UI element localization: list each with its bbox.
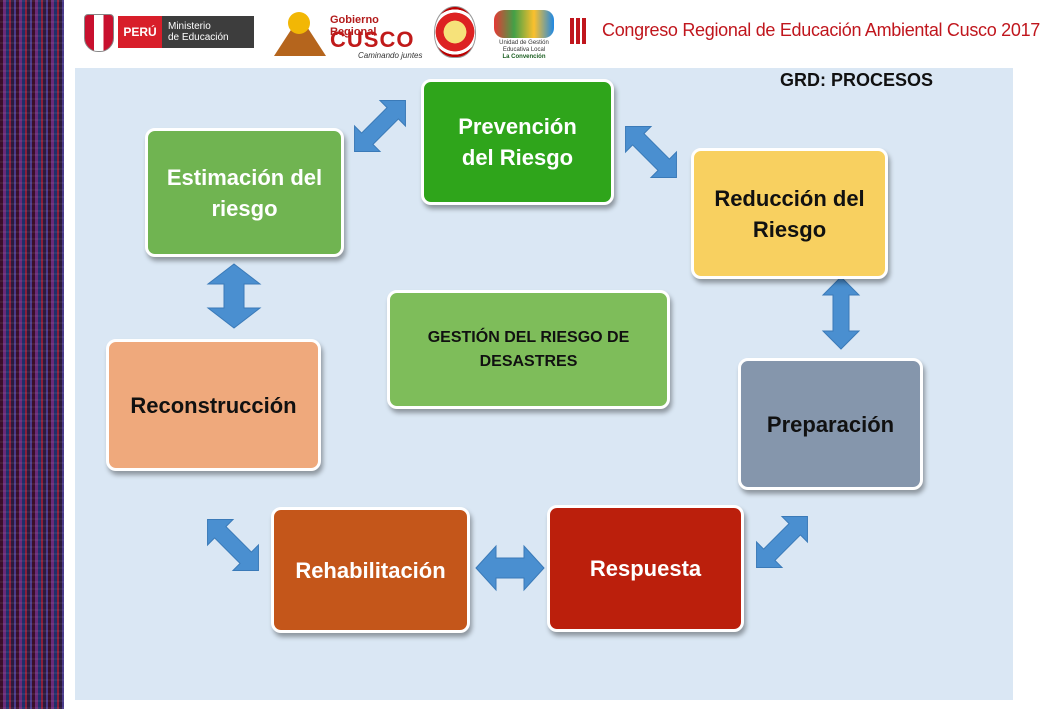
node-estimacion: Estimación del riesgo: [145, 128, 344, 257]
node-reduccion-label: Reducción del Riesgo: [714, 185, 865, 242]
peru-coat-of-arms-icon: [84, 14, 114, 52]
gobierno-regional-logo: Gobierno Regional CUSCO Caminando juntes: [274, 8, 424, 60]
node-reconstruccion: Reconstrucción: [106, 339, 321, 471]
node-prevencion-label: Prevención del Riesgo: [458, 114, 577, 170]
node-prevencion: Prevención del Riesgo: [421, 79, 614, 205]
node-preparacion: Preparación: [738, 358, 923, 490]
node-rehabilitacion: Rehabilitación: [271, 507, 470, 633]
ministerio-line-2: de Educación: [168, 32, 229, 43]
ministerio-line-1: Ministerio: [168, 21, 211, 32]
slogan-text: Caminando juntes: [358, 51, 423, 60]
institution-seal-icon: [434, 6, 476, 58]
ugel-emblem-icon: [494, 10, 554, 38]
node-respuesta-label: Respuesta: [589, 556, 702, 581]
header-logos-bar: PERÚ Ministerio de Educación Gobierno Re…: [64, 0, 1040, 66]
node-reduccion: Reducción del Riesgo: [691, 148, 888, 279]
node-preparacion-label: Preparación: [766, 411, 895, 437]
slide-title: GRD: PROCESOS: [780, 70, 934, 90]
center-node-label: GESTIÓN DEL RIESGO DE DESASTRES: [427, 328, 630, 370]
node-reconstruccion-label: Reconstrucción: [130, 392, 297, 418]
ministerio-logo: Ministerio de Educación: [162, 16, 254, 48]
congress-numeral-mark: [570, 18, 574, 44]
congress-title: Congreso Regional de Educación Ambiental…: [602, 20, 1040, 40]
cusco-text: CUSCO: [330, 27, 415, 52]
sun-icon: [288, 12, 310, 34]
node-estimacion-label: Estimación del riesgo: [166, 164, 323, 221]
gobierno-regional-text: Gobierno Regional: [330, 14, 379, 38]
decorative-textile-stripe: [0, 0, 64, 709]
peru-label: PERÚ: [118, 16, 162, 48]
ugel-line: Unidad de Gestión Educativa Local: [499, 40, 549, 53]
ugel-logo: Unidad de Gestión Educativa Local La Con…: [486, 10, 562, 61]
center-node-gestion: GESTIÓN DEL RIESGO DE DESASTRES: [387, 290, 670, 409]
ugel-place: La Convención: [502, 54, 546, 60]
node-rehabilitacion-label: Rehabilitación: [295, 557, 446, 583]
ugel-caption: Unidad de Gestión Educativa Local La Con…: [486, 40, 562, 61]
node-respuesta: Respuesta: [547, 505, 744, 632]
